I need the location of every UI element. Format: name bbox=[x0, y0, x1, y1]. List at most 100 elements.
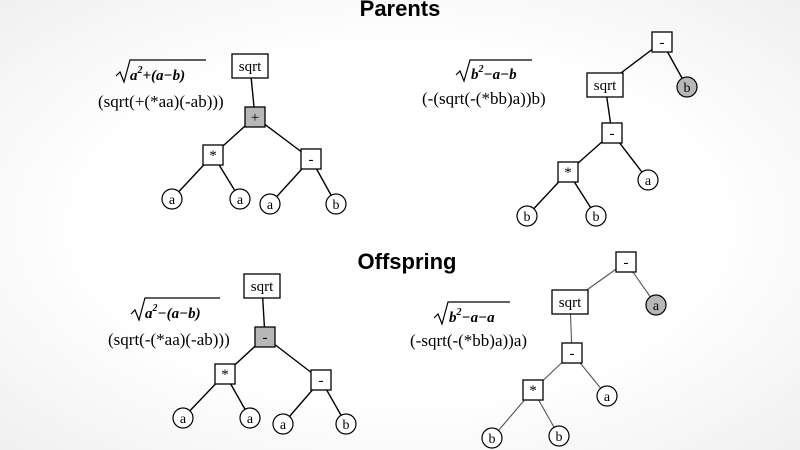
offspring1-node: a bbox=[272, 413, 294, 435]
offspring1-node-label: * bbox=[221, 367, 229, 383]
parent1-node-label: - bbox=[309, 152, 314, 168]
offspring1-node-label: a bbox=[280, 418, 287, 433]
offspring2-expression: (-sqrt(-(*bb)a))a) bbox=[410, 331, 527, 350]
offspring2-node-circle bbox=[645, 294, 667, 316]
offspring2-node-label: * bbox=[529, 383, 537, 399]
parent1-node-label: a bbox=[169, 193, 176, 208]
offspring2-node: a bbox=[645, 294, 667, 316]
parent1-node: a bbox=[229, 188, 251, 210]
parent1-node: a bbox=[161, 188, 183, 210]
offspring1-node-box bbox=[310, 369, 332, 391]
parent2-node: - bbox=[601, 122, 623, 144]
parent2-node: * bbox=[557, 161, 579, 183]
parent2-node: b bbox=[676, 76, 698, 98]
offspring1-node-box bbox=[214, 363, 236, 385]
offspring1-node-label: - bbox=[263, 330, 268, 346]
parent2-node: b bbox=[585, 205, 607, 227]
offspring2-node-box bbox=[522, 379, 544, 401]
offspring2-node-circle bbox=[548, 425, 570, 447]
parents-header: Parents bbox=[360, 0, 441, 21]
offspring2-node-label: - bbox=[624, 255, 629, 271]
parent2-node: b bbox=[516, 205, 538, 227]
offspring1-node-label: b bbox=[343, 418, 350, 433]
offspring1-node: a bbox=[239, 407, 261, 429]
offspring1-math: a2−(a−b) bbox=[145, 303, 201, 322]
offspring1-node-label: a bbox=[247, 412, 254, 427]
parent1-node-box bbox=[244, 106, 266, 128]
offspring-header: Offspring bbox=[358, 249, 457, 274]
parent2-tree: - sqrt b - * a b b bbox=[516, 31, 698, 227]
parent2-node-label: - bbox=[610, 126, 615, 142]
parent1-node-label: + bbox=[251, 110, 259, 126]
parent1-node: a bbox=[259, 193, 281, 215]
parent2-node: sqrt bbox=[586, 72, 624, 98]
offspring1-node-box bbox=[243, 273, 281, 299]
offspring1-node: - bbox=[254, 326, 276, 348]
parent1-node-circle bbox=[325, 193, 347, 215]
offspring2-tree: - sqrt a - * a b b bbox=[481, 251, 667, 449]
offspring2-node-label: b bbox=[556, 430, 563, 445]
parent2-node-label: b bbox=[684, 81, 691, 96]
offspring1-node: a bbox=[172, 407, 194, 429]
parent1-node-circle bbox=[229, 188, 251, 210]
parent1-node: b bbox=[325, 193, 347, 215]
parent2-node-circle bbox=[585, 205, 607, 227]
parent1-node: * bbox=[202, 144, 224, 166]
offspring2-node: sqrt bbox=[551, 289, 589, 315]
offspring1-node-circle bbox=[335, 413, 357, 435]
parent2-node-box bbox=[601, 122, 623, 144]
offspring2-node-box bbox=[551, 289, 589, 315]
parent2-node: a bbox=[637, 169, 659, 191]
offspring2-node-box bbox=[561, 342, 583, 364]
offspring1-node-label: sqrt bbox=[251, 279, 274, 295]
parent1-node-circle bbox=[161, 188, 183, 210]
offspring2-node-label: sqrt bbox=[559, 295, 582, 311]
parent1-math: a2+(a−b) bbox=[130, 65, 185, 84]
parent2-node-label: - bbox=[660, 35, 665, 51]
parent2-node-label: * bbox=[564, 165, 572, 181]
parent1-node-label: a bbox=[237, 193, 244, 208]
parent1-formula: a2+(a−b) (sqrt(+(*aa)(-ab))) bbox=[98, 59, 224, 111]
offspring1-node-circle bbox=[272, 413, 294, 435]
parent1-node-label: a bbox=[267, 198, 274, 213]
parent1-node-label: b bbox=[333, 198, 340, 213]
offspring2-node: - bbox=[615, 251, 637, 273]
offspring2-formula: b2−a−a (-sqrt(-(*bb)a))a) bbox=[410, 301, 527, 350]
parent1-node: + bbox=[244, 106, 266, 128]
offspring1-tree: sqrt - * - a a a b bbox=[172, 273, 357, 435]
offspring2-node: b bbox=[481, 427, 503, 449]
parent1-node-box bbox=[300, 148, 322, 170]
offspring1-node-circle bbox=[239, 407, 261, 429]
offspring1-node-box bbox=[254, 326, 276, 348]
parent1-node: - bbox=[300, 148, 322, 170]
offspring2-node-label: a bbox=[604, 390, 611, 405]
parent2-expression: (-(sqrt(-(*bb)a))b) bbox=[422, 89, 546, 108]
offspring1-node-label: - bbox=[319, 373, 324, 389]
offspring1-node-circle bbox=[172, 407, 194, 429]
offspring2-node-circle bbox=[596, 385, 618, 407]
parent2-node-label: b bbox=[524, 210, 531, 225]
parent2-node-box bbox=[651, 31, 673, 53]
offspring1-node: sqrt bbox=[243, 273, 281, 299]
offspring2-node: - bbox=[561, 342, 583, 364]
offspring2-node-label: - bbox=[570, 346, 575, 362]
parent2-node-label: a bbox=[645, 174, 652, 189]
parent2-node-circle bbox=[637, 169, 659, 191]
offspring1-node: * bbox=[214, 363, 236, 385]
offspring2-math: b2−a−a bbox=[449, 307, 495, 326]
parent2-math: b2−a−b bbox=[471, 64, 517, 83]
offspring1-node: - bbox=[310, 369, 332, 391]
offspring1-node: b bbox=[335, 413, 357, 435]
offspring1-formula: a2−(a−b) (sqrt(-(*aa)(-ab))) bbox=[108, 297, 230, 349]
parent2-node-label: sqrt bbox=[594, 78, 617, 94]
offspring1-expression: (sqrt(-(*aa)(-ab))) bbox=[108, 330, 230, 349]
parent1-node-label: sqrt bbox=[239, 59, 262, 75]
offspring1-node-label: a bbox=[180, 412, 187, 427]
offspring2-node: a bbox=[596, 385, 618, 407]
parent1-node-box bbox=[231, 53, 269, 79]
parent2-node-box bbox=[586, 72, 624, 98]
offspring2-node: * bbox=[522, 379, 544, 401]
parent2-node-box bbox=[557, 161, 579, 183]
